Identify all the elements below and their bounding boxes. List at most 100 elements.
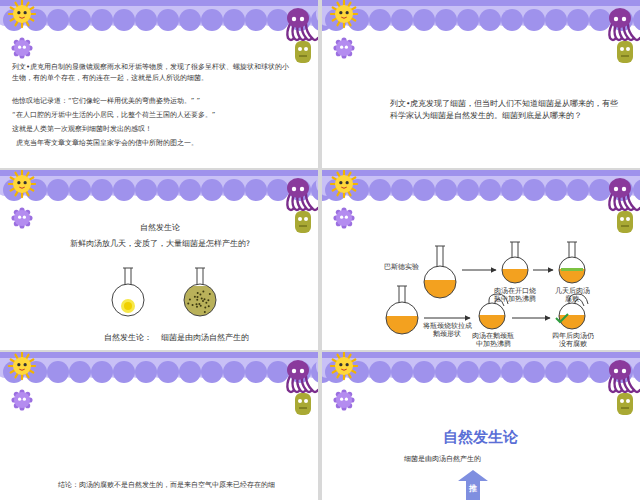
cloud bbox=[201, 9, 223, 31]
octopus-eye bbox=[300, 369, 304, 373]
germ-eye bbox=[17, 11, 20, 14]
flask-body bbox=[479, 303, 505, 329]
cloud bbox=[479, 179, 501, 201]
germ-body bbox=[13, 175, 31, 193]
germ-body bbox=[13, 5, 31, 23]
slide-title: 自然发生论 bbox=[330, 428, 630, 446]
octopus-arm bbox=[306, 194, 318, 210]
cloud-band bbox=[0, 0, 318, 6]
germ-eye bbox=[18, 46, 21, 49]
germ-eye bbox=[298, 47, 302, 51]
flask-lip bbox=[435, 246, 445, 247]
cloud bbox=[113, 361, 135, 383]
octopus-eye bbox=[292, 17, 296, 21]
flask-lip bbox=[397, 286, 407, 287]
germ-eye bbox=[340, 46, 343, 49]
germ-eye bbox=[626, 217, 630, 221]
bacteria-dot bbox=[202, 290, 204, 292]
germ-eye bbox=[17, 181, 20, 184]
flask-lip bbox=[510, 242, 520, 243]
cloud bbox=[245, 179, 267, 201]
bacteria-dot bbox=[200, 305, 202, 307]
cloud-band bbox=[322, 352, 640, 358]
bacteria-dot bbox=[196, 296, 198, 298]
step-caption: 肉汤在开口烧瓶中加热沸腾 bbox=[492, 287, 538, 304]
cloud bbox=[545, 9, 567, 31]
cloud bbox=[113, 9, 135, 31]
process-arrow bbox=[533, 270, 553, 271]
cloud bbox=[91, 179, 113, 201]
germ-mouth bbox=[19, 369, 24, 370]
cloud bbox=[633, 179, 640, 201]
flask-liquid bbox=[559, 269, 585, 283]
purple-germ bbox=[11, 207, 32, 228]
cloud bbox=[157, 361, 179, 383]
green-germ bbox=[295, 41, 311, 63]
flask-body bbox=[112, 284, 144, 316]
yellow-germ bbox=[331, 171, 357, 197]
flask-caption: 细菌是由肉汤自然产生的 bbox=[150, 332, 260, 344]
bacteria-dot bbox=[189, 299, 191, 301]
slide-ground bbox=[0, 170, 318, 350]
germ-body bbox=[13, 357, 31, 375]
divider bbox=[318, 0, 322, 500]
octopus-eye bbox=[622, 17, 626, 21]
purple-germ bbox=[333, 389, 354, 410]
divider bbox=[0, 168, 640, 170]
cloud bbox=[501, 179, 523, 201]
octopus-eye bbox=[622, 369, 626, 373]
germ-mouth bbox=[621, 226, 629, 227]
cloud bbox=[47, 179, 69, 201]
octopus bbox=[287, 178, 318, 210]
bacteria-dot bbox=[194, 296, 196, 298]
octopus-eye bbox=[614, 369, 618, 373]
cloud bbox=[435, 9, 457, 31]
octopus bbox=[287, 8, 318, 40]
cloud bbox=[391, 361, 413, 383]
yellow-germ bbox=[9, 353, 35, 379]
octopus-arm bbox=[628, 24, 640, 40]
germ-eye bbox=[23, 46, 26, 49]
germ-eye bbox=[23, 398, 26, 401]
flask-body bbox=[424, 266, 456, 298]
octopus-eye bbox=[614, 17, 618, 21]
octopus-head bbox=[287, 8, 309, 28]
cloud bbox=[567, 361, 589, 383]
cloud bbox=[501, 361, 523, 383]
divider bbox=[0, 350, 640, 352]
bacteria-dot bbox=[192, 304, 194, 306]
cloud-band bbox=[0, 170, 318, 176]
octopus-head bbox=[609, 360, 631, 380]
cloud bbox=[135, 179, 157, 201]
flask-liquid bbox=[559, 315, 585, 329]
quote-text: “在人口腔的牙垢中生活的小居民，比整个荷兰王国的人还要多。” bbox=[12, 110, 294, 121]
germ-eye bbox=[24, 363, 27, 366]
spoiled-layer bbox=[561, 268, 583, 271]
germ-mouth bbox=[19, 187, 24, 188]
octopus-arm bbox=[628, 194, 640, 210]
cloud bbox=[589, 361, 611, 383]
cloud bbox=[633, 361, 640, 383]
cloud bbox=[501, 9, 523, 31]
question-text: 新鲜肉汤放几天，变质了，大量细菌是怎样产生的? bbox=[40, 238, 280, 250]
germ-eye bbox=[626, 399, 630, 403]
octopus-eye bbox=[292, 187, 296, 191]
cloud bbox=[69, 179, 91, 201]
germ-body bbox=[336, 40, 352, 56]
germ-eye bbox=[23, 216, 26, 219]
body-text: 列文•虎克用自制的显微镜观察雨水和牙垢等物质，发现了很多呈杆状、螺旋状和球状的小… bbox=[12, 62, 294, 84]
cloud bbox=[157, 9, 179, 31]
cloud bbox=[47, 361, 69, 383]
conclusion-text: 结论：肉汤的腐败不是自然发生的，而是来自空气中原来已经存在的细 bbox=[58, 480, 316, 491]
octopus-arm bbox=[306, 376, 318, 392]
bacteria-dot bbox=[197, 292, 199, 294]
germ-body bbox=[336, 210, 352, 226]
flask-body bbox=[386, 302, 418, 334]
quote-text: 他惊叹地记录道：“它们像蛇一样用优美的弯曲姿势运动。” ” bbox=[12, 96, 294, 107]
step-caption: 肉汤在鹅颈瓶中加热沸腾 bbox=[470, 332, 516, 349]
cloud bbox=[369, 9, 391, 31]
bacteria-dot bbox=[198, 303, 200, 305]
germ-eye bbox=[620, 217, 624, 221]
cloud bbox=[413, 9, 435, 31]
germ-body bbox=[14, 40, 30, 56]
